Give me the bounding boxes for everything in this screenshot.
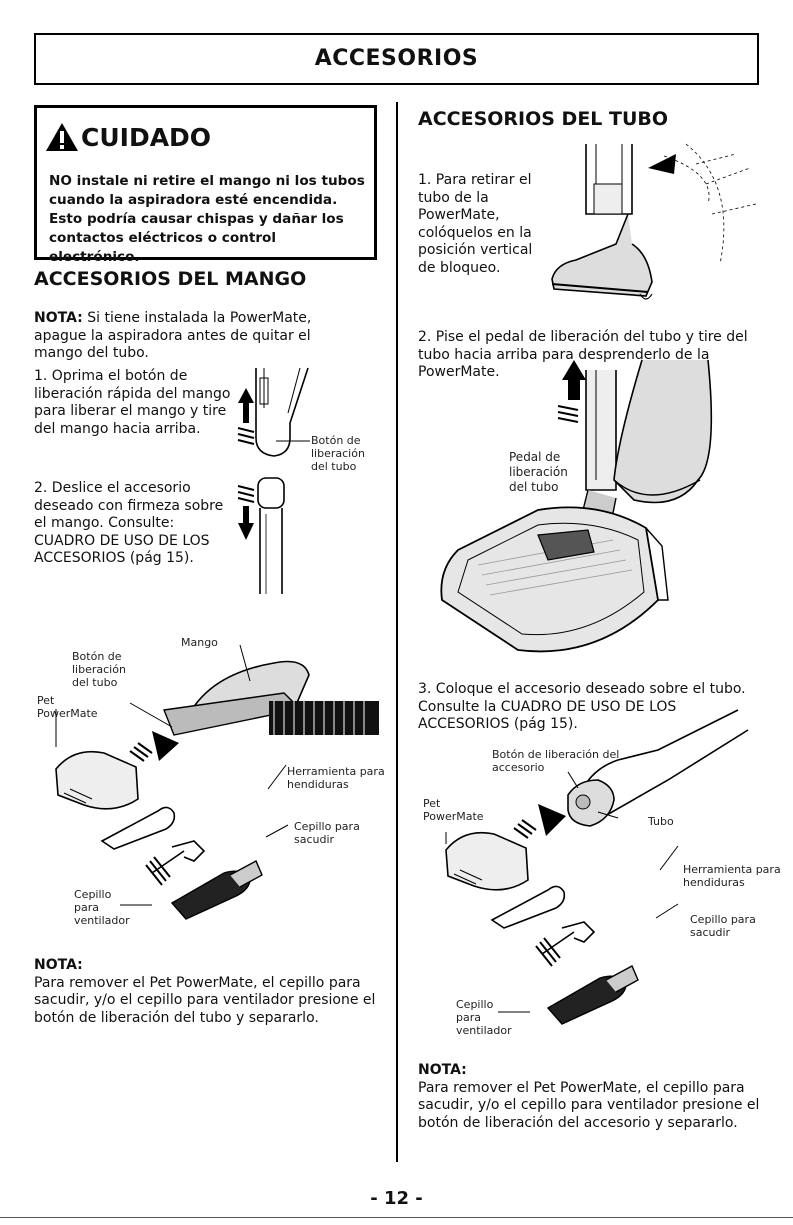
wand-step3: 3. Coloque el accesorio deseado sobre el… [418,681,746,732]
handle-note-text: Si tiene instalada la PowerMate, apague … [34,310,312,361]
wand-fig-release-label: Botón de liberación del accesorio [492,748,620,774]
wand-note: NOTA: Para remover el Pet PowerMate, el … [418,1062,763,1132]
caution-header: CUIDADO [45,122,211,152]
handle-note2: NOTA: Para remover el Pet PowerMate, el … [34,957,379,1027]
handle-note2-text: Para remover el Pet PowerMate, el cepill… [34,974,376,1026]
caution-box: CUIDADO NO instale ni retire el mango ni… [34,105,377,265]
fig-mango-label: Mango [181,636,218,649]
wand-accessories-illustration [445,709,749,1025]
caution-text: NO instale ni retire el mango ni los tub… [49,173,365,265]
handle-step1: 1. Oprima el botón de liberación rápida … [34,368,231,437]
fig-crevice-label: Herramienta para hendiduras [287,765,385,791]
pedal-label: Pedal de liberación del tubo [509,450,568,494]
handle-note-label: NOTA: [34,310,83,326]
page-number: - 12 - [370,1188,423,1209]
fig-pet-label: Pet PowerMate [37,694,98,720]
handle-release-illustration [237,367,309,594]
page-title-box: ACCESORIOS [34,33,759,85]
handle-note: NOTA: Si tiene instalada la PowerMate, a… [34,310,354,363]
wand-fig-crevice-label: Herramienta para hendiduras [683,863,781,889]
handle-note2-label: NOTA: [34,957,83,973]
wand-heading: ACCESORIOS DEL TUBO [418,108,669,130]
wand-fig-dusting-label: Cepillo para sacudir [690,913,756,939]
page-title: ACCESORIOS [314,46,479,71]
wand-fig-tube-label: Tubo [648,815,674,828]
handle-heading: ACCESORIOS DEL MANGO [34,268,307,290]
wand-step2: 2. Pise el pedal de liberación del tubo … [418,329,748,380]
label-leader [276,440,310,442]
wand-fig-pet-label: Pet PowerMate [423,797,484,823]
fig-vent-label: Cepillo para ventilador [74,888,130,927]
column-divider [396,102,398,1162]
wand-note-text: Para remover el Pet PowerMate, el cepill… [418,1079,760,1131]
fig-release-label: Botón de liberación del tubo [72,650,126,689]
bottom-rule [0,1217,793,1218]
handle-accessories-illustration [55,644,379,920]
powermate-pedal-illustration [440,359,713,653]
caution-heading: CUIDADO [81,122,212,152]
wand-step1: 1. Para retirar el tubo de la PowerMate,… [418,172,533,276]
wand-upright-illustration [551,143,757,300]
wand-note-label: NOTA: [418,1062,467,1078]
fig-dusting-label: Cepillo para sacudir [294,820,360,846]
handle-step2: 2. Deslice el accesorio deseado con firm… [34,480,224,566]
warning-icon [46,123,78,151]
wand-fig-vent-label: Cepillo para ventilador [456,998,512,1037]
handle-release-label: Botón de liberación del tubo [311,434,365,473]
